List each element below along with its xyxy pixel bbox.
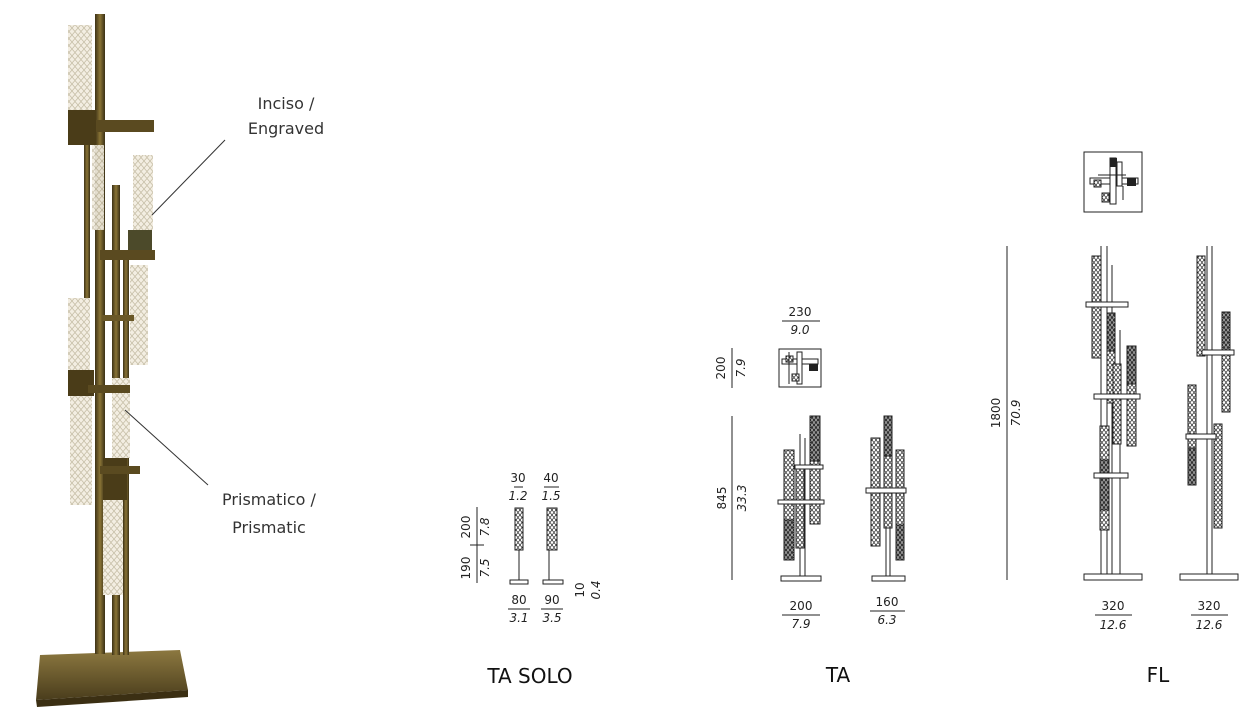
ta-solo-base-a-mm: 80 [511,593,526,607]
callout-prismatic-line1: Prismatico / [222,490,317,509]
fl-drawing: 1800 70.9 320 12.6 [989,151,1239,632]
model-label-fl: FL [1147,663,1171,687]
callout-prismatic: Prismatico / Prismatic [124,409,317,537]
ta-plan-depth-mm: 200 [714,357,728,380]
callout-engraved: Inciso / Engraved [151,94,324,216]
fl-front-elevation [1083,246,1143,581]
product-photo [36,14,188,707]
ta-base-side-mm: 160 [876,595,899,609]
model-label-ta: TA [825,663,851,687]
ta-base-side-in: 6.3 [877,613,896,627]
ta-solo-base-a-in: 3.1 [509,611,528,625]
ta-solo-base-thickness-in: 0.4 [589,580,603,599]
ta-solo-drawing: 30 1.2 40 1.5 200 7.8 190 7.5 80 3.1 90 … [459,471,603,625]
ta-solo-height-a-mm: 200 [459,516,473,539]
crystal-diffuser [68,25,92,110]
callout-engraved-line1: Inciso / [258,94,315,113]
ta-solo-height-b-in: 7.5 [478,558,492,577]
ta-solo-base-b-in: 3.5 [542,611,561,625]
ta-solo-height-b-mm: 190 [459,557,473,580]
ta-front-elevation [777,415,825,582]
fl-height-mm: 1800 [989,398,1003,429]
ta-plan-width-mm: 230 [789,305,812,319]
ta-plan-view [778,348,822,388]
callout-prismatic-line2: Prismatic [232,518,306,537]
ta-solo-height-a-in: 7.8 [478,517,492,536]
fl-base-side-in: 12.6 [1196,618,1223,632]
ta-solo-width-b-in: 1.5 [541,489,560,503]
ta-drawing: 230 9.0 200 7.9 845 33.3 [714,305,907,631]
fl-plan-view [1083,151,1143,213]
fl-base-side-mm: 320 [1198,599,1221,613]
model-label-ta-solo: TA SOLO [486,664,572,688]
lamp-rod [95,14,105,654]
fl-side-elevation [1179,246,1239,581]
ta-solo-width-a-in: 1.2 [508,489,527,503]
ta-height-in: 33.3 [735,485,749,512]
ta-plan-depth-in: 7.9 [734,358,748,377]
ta-base-front-mm: 200 [790,599,813,613]
ta-solo-width-b-mm: 40 [543,471,558,485]
ta-side-elevation [865,415,907,582]
ta-height-mm: 845 [715,487,729,510]
ta-solo-base-b-mm: 90 [544,593,559,607]
ta-plan-width-in: 9.0 [790,323,809,337]
ta-base-front-in: 7.9 [791,617,810,631]
ta-solo-width-a-mm: 30 [510,471,525,485]
lamp-base [36,650,188,700]
callout-engraved-line2: Engraved [248,119,324,138]
fl-base-front-in: 12.6 [1100,618,1127,632]
fl-height-in: 70.9 [1009,400,1023,427]
fl-base-front-mm: 320 [1102,599,1125,613]
ta-solo-base-thickness-mm: 10 [573,582,587,597]
